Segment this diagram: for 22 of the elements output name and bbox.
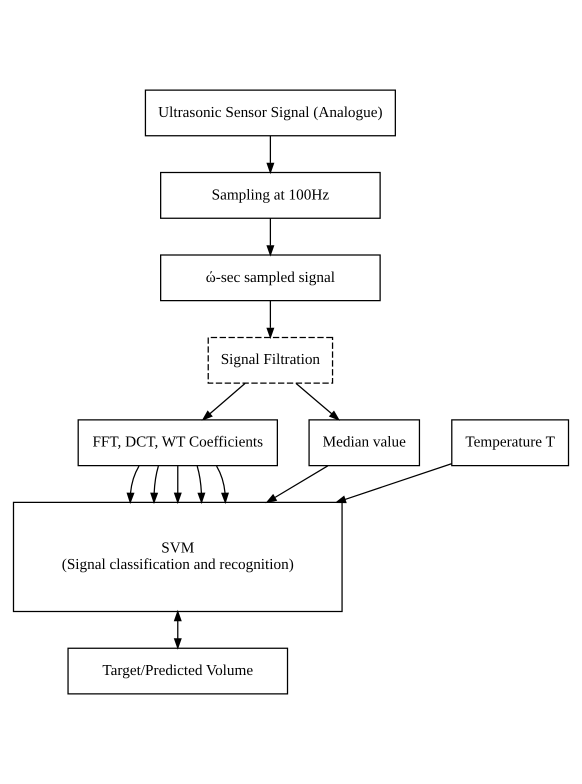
- arrow: [202, 382, 246, 421]
- arrow: [266, 300, 274, 340]
- arrow: [174, 610, 182, 650]
- arrow: [216, 466, 230, 504]
- arrow: [150, 466, 159, 504]
- arrow: [196, 466, 206, 504]
- arrow: [296, 382, 340, 421]
- node-box: Temperature T: [451, 419, 570, 466]
- node-box: FFT, DCT, WT Coefficients: [78, 419, 278, 466]
- arrow: [334, 463, 452, 504]
- arrow: [266, 218, 274, 257]
- node-box: ώ-sec sampled signal: [160, 254, 381, 302]
- node-box: Sampling at 100Hz: [160, 172, 381, 219]
- arrow: [266, 136, 274, 174]
- arrow: [265, 465, 328, 504]
- arrow: [126, 466, 140, 504]
- node-box: Ultrasonic Sensor Signal (Analogue): [144, 89, 396, 136]
- node-box: Signal Filtration: [208, 336, 334, 384]
- node-box: Target/Predicted Volume: [67, 648, 288, 695]
- node-box: Median value: [308, 419, 420, 466]
- node-box: SVM (Signal classification and recognition): [12, 502, 343, 612]
- arrow: [174, 466, 182, 504]
